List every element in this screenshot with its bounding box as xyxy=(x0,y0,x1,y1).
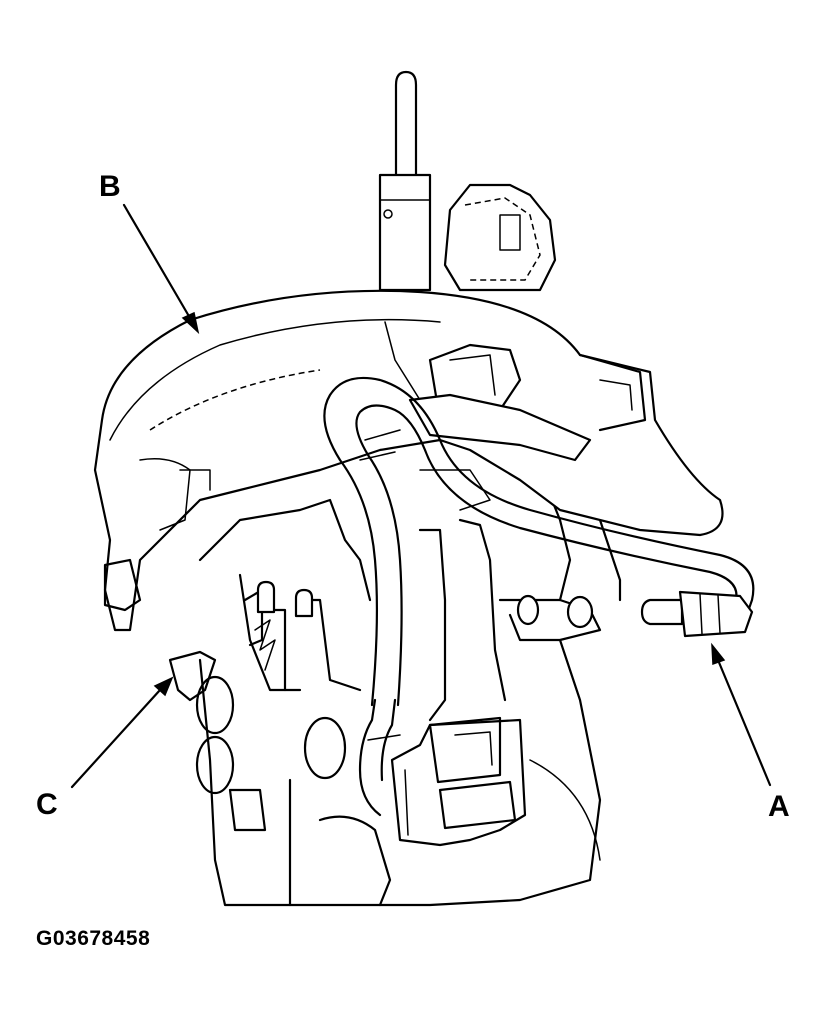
leader-arrow-a xyxy=(711,642,772,787)
figure-id: G03678458 xyxy=(36,927,151,950)
shift-lever-shaft xyxy=(378,70,432,292)
callout-label-b: B xyxy=(99,170,121,203)
gate-mechanism xyxy=(198,413,622,722)
leader-arrow-b xyxy=(122,203,200,335)
indicator-bulb-socket xyxy=(640,590,754,638)
mounting-tab xyxy=(168,650,217,702)
indicator-cover xyxy=(93,289,724,632)
callout-label-a: A xyxy=(768,790,790,823)
upper-bracket xyxy=(443,183,557,292)
leader-arrow-c xyxy=(70,676,174,789)
wire-connector xyxy=(358,698,527,847)
wire-harness xyxy=(323,376,755,707)
base-housing xyxy=(195,638,602,907)
callout-label-c: C xyxy=(36,788,58,821)
